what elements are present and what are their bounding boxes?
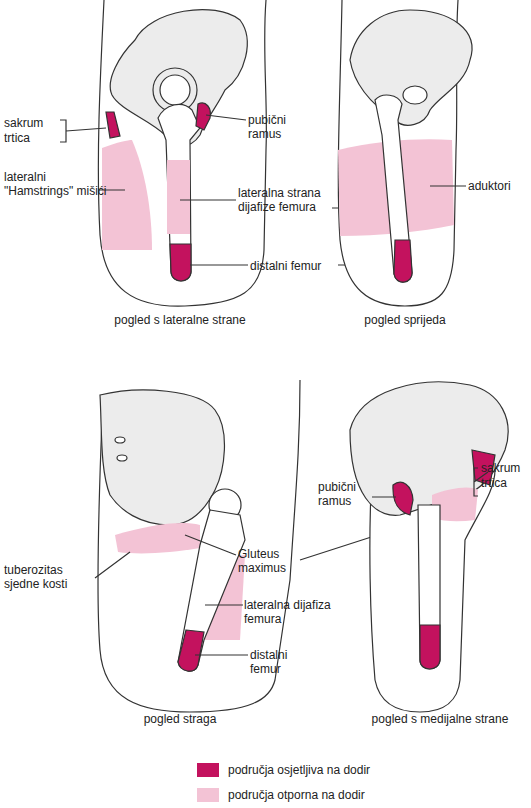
part-label: pubični ramus	[318, 480, 378, 508]
part-label: Gluteus maximus	[238, 547, 298, 575]
legend-text: područja osjetljiva na dodir	[228, 763, 370, 777]
part-label: aduktori	[468, 179, 528, 193]
part-label: trtica	[4, 131, 64, 145]
part-label: lateralna dijafiza femura	[244, 598, 349, 626]
part-label: lateralni "Hamstrings" mišići	[4, 170, 116, 198]
part-label: lateralna strana dijafize femura	[238, 186, 338, 214]
part-label: pogled s lateralne strane	[90, 313, 270, 327]
part-label: distalni femur	[250, 259, 350, 273]
part-label: pubični ramus	[248, 113, 318, 141]
part-label: sakrum	[4, 116, 64, 130]
part-label: pogled sprijeda	[330, 313, 480, 327]
part-label: distalni femur	[250, 648, 300, 676]
part-label: pogled straga	[100, 712, 260, 726]
legend-text: područja otporna na dodir	[228, 788, 365, 802]
legend-swatch	[197, 788, 219, 802]
part-label: trtica	[481, 476, 531, 490]
part-label: sakrum	[481, 461, 531, 475]
part-label: tuberozitas sjedne kosti	[4, 563, 94, 591]
part-label: pogled s medijalne strane	[350, 712, 530, 726]
legend-swatch	[197, 763, 219, 777]
